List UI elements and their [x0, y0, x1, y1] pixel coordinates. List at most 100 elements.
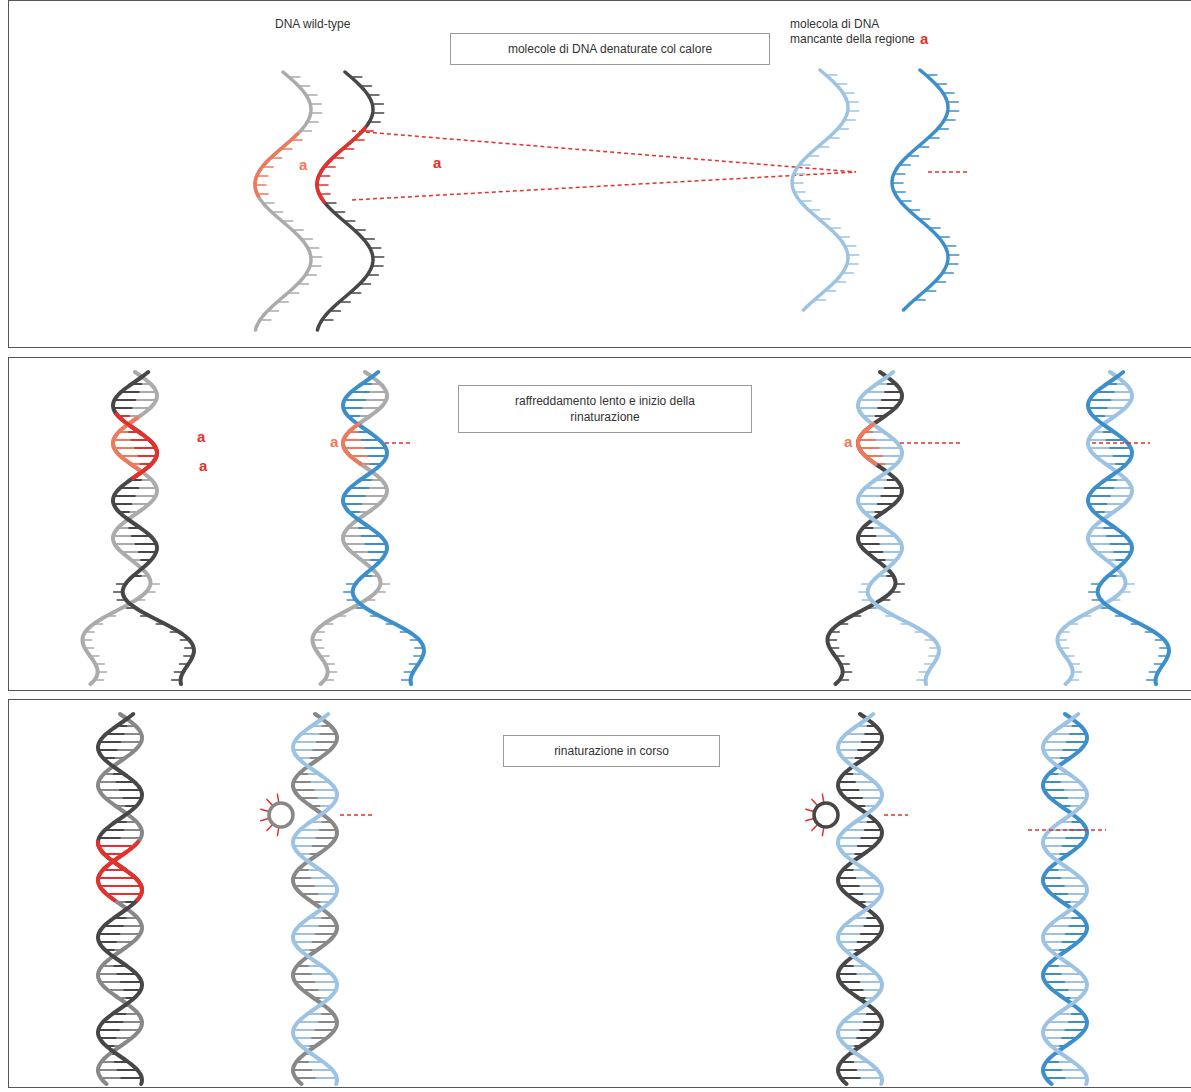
base-tick	[114, 399, 135, 401]
base-tick	[316, 981, 337, 983]
base-tick	[1044, 933, 1065, 935]
base-tick	[344, 399, 365, 401]
dna-strand	[1043, 714, 1087, 1084]
base-tick	[880, 495, 901, 497]
base-tick	[884, 551, 901, 553]
base-tick	[368, 487, 386, 489]
base-tick	[344, 503, 362, 505]
dna-strand	[83, 372, 158, 684]
base-tick	[860, 543, 881, 545]
deletion-marker	[1028, 829, 1106, 831]
base-tick	[1045, 885, 1066, 887]
base-tick	[1065, 885, 1086, 887]
base-tick	[135, 399, 156, 401]
base-tick	[1066, 981, 1087, 983]
unpaired-loop	[814, 803, 838, 827]
unpaired-loop	[269, 803, 293, 827]
base-tick	[1069, 733, 1087, 735]
dna-strand	[293, 714, 337, 1084]
base-tick	[293, 1069, 313, 1071]
dna-strand	[343, 372, 424, 684]
dna-strand	[113, 372, 194, 684]
base-tick	[100, 981, 121, 983]
base-tick	[880, 543, 901, 545]
base-tick	[123, 925, 142, 927]
deleted-region	[98, 842, 142, 900]
dna-strand	[317, 72, 373, 330]
base-tick	[1064, 933, 1085, 935]
base-tick	[1044, 845, 1062, 847]
deletion-guide	[352, 131, 856, 172]
base-tick	[123, 1021, 143, 1023]
base-tick	[1068, 925, 1087, 927]
base-tick	[1065, 741, 1086, 743]
deletion-marker	[385, 442, 412, 444]
deleted-region	[317, 128, 365, 202]
base-tick	[124, 797, 142, 799]
base-tick	[1089, 495, 1110, 497]
base-tick	[293, 877, 312, 879]
base-tick	[365, 495, 386, 497]
base-tick	[343, 407, 361, 409]
deletion-marker	[340, 814, 372, 816]
base-tick	[859, 447, 880, 449]
base-tick	[119, 933, 140, 935]
base-tick	[369, 551, 386, 553]
base-tick	[135, 495, 156, 497]
base-tick	[1110, 543, 1131, 545]
base-tick	[838, 749, 856, 751]
base-tick	[1089, 447, 1110, 449]
deleted-region	[858, 424, 876, 464]
base-tick	[839, 781, 857, 783]
base-tick	[121, 1077, 142, 1079]
base-tick	[861, 981, 882, 983]
base-tick	[314, 1029, 335, 1031]
base-tick	[863, 1021, 883, 1023]
base-tick	[838, 1029, 859, 1031]
base-tick	[98, 973, 117, 975]
dna-strand	[892, 70, 948, 310]
base-tick	[1089, 399, 1110, 401]
base-tick	[1044, 781, 1062, 783]
base-tick	[318, 925, 337, 927]
base-tick	[859, 439, 877, 441]
base-tick	[1089, 503, 1107, 505]
base-tick	[120, 885, 141, 887]
base-tick	[838, 973, 857, 975]
base-tick	[294, 789, 315, 791]
caption-text: molecole di DNA denaturate col calore	[508, 41, 712, 57]
base-tick	[345, 543, 366, 545]
caption-text: raffreddamento lento e inizio della rina…	[505, 393, 705, 425]
base-tick	[1043, 973, 1062, 975]
base-tick	[1068, 1021, 1088, 1023]
dna-strand	[98, 714, 142, 1084]
base-tick	[315, 741, 336, 743]
base-tick	[859, 399, 880, 401]
base-tick	[294, 933, 315, 935]
region-label: a	[432, 155, 442, 171]
deletion-marker	[900, 442, 960, 444]
base-tick	[1089, 439, 1107, 441]
base-tick	[113, 535, 132, 537]
base-tick	[1069, 893, 1086, 895]
base-tick	[139, 551, 156, 553]
base-tick	[139, 391, 157, 393]
base-tick	[858, 535, 877, 537]
deleted-region	[116, 414, 157, 478]
caption-box: rinaturazione in corso	[503, 735, 720, 767]
base-tick	[859, 933, 880, 935]
base-tick	[99, 845, 117, 847]
region-label: a	[329, 434, 339, 450]
region-label: a	[843, 434, 853, 450]
base-tick	[1066, 1077, 1087, 1079]
base-tick	[1110, 399, 1131, 401]
base-tick	[138, 487, 156, 489]
base-tick	[839, 789, 860, 791]
base-tick	[295, 981, 316, 983]
deletion-marker	[1092, 442, 1150, 444]
base-tick	[120, 789, 141, 791]
figure-label: DNA wild-type	[275, 17, 350, 32]
base-tick	[293, 749, 311, 751]
panel-frame	[9, 1, 1191, 348]
base-tick	[98, 877, 117, 879]
